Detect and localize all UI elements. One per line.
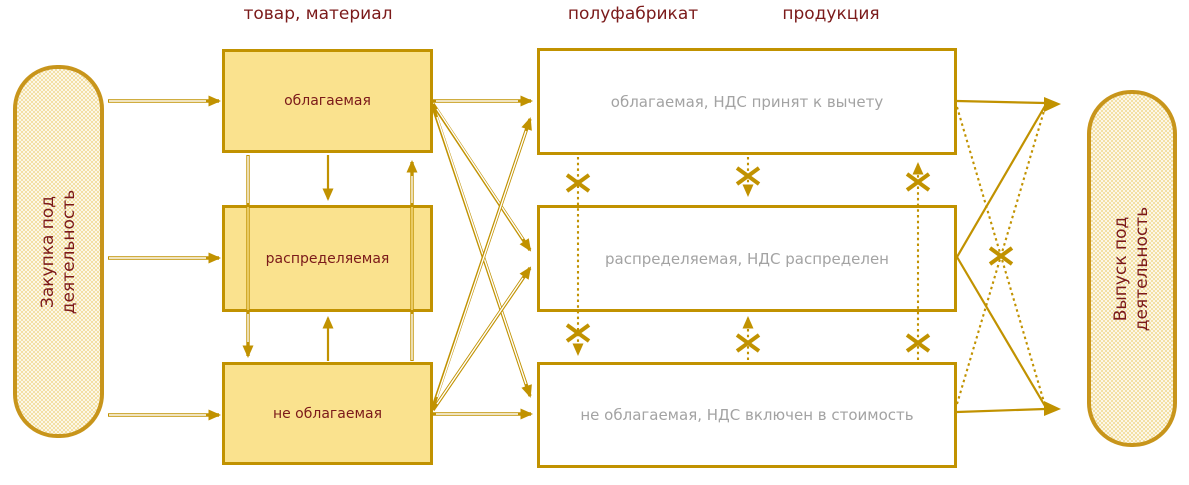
blocked-x-mark xyxy=(565,323,591,343)
product-box-distributable-label: распределяемая, НДС распределен xyxy=(604,249,889,268)
material-box-taxable: облагаемая xyxy=(222,49,433,153)
edge-m3-p1 xyxy=(431,117,532,408)
blocked-x-mark xyxy=(565,173,591,193)
edge-p2-output xyxy=(956,105,1046,407)
edge-m1-p2 xyxy=(431,103,532,252)
purchase-pill: Закупка под деятельность xyxy=(13,65,104,438)
blocked-x-mark xyxy=(905,172,931,192)
header-semifinished: полуфабрикат xyxy=(567,4,699,24)
output-pill-label: Выпуск под деятельность xyxy=(1110,206,1152,331)
output-pill: Выпуск под деятельность xyxy=(1087,90,1177,447)
product-box-nontaxable-label: не облагаемая, НДС включен в стоимость xyxy=(580,406,914,424)
output-arrowhead-bottom xyxy=(1044,401,1061,416)
blocked-x-mark xyxy=(988,246,1014,266)
blocked-x-mark xyxy=(735,333,761,353)
edge-p3-output xyxy=(956,407,1046,414)
header-production: продукция xyxy=(782,4,880,24)
edge-p3-output-blocked xyxy=(955,110,1046,405)
output-arrowhead-top xyxy=(1044,97,1061,112)
product-box-taxable-label: облагаемая, НДС принят к вычету xyxy=(610,92,884,111)
edge-p1-output-blocked xyxy=(955,106,1046,403)
product-box-taxable: облагаемая, НДС принят к вычету xyxy=(537,48,957,155)
edge-p1-output xyxy=(956,99,1046,105)
material-box-nontaxable-label: не облагаемая xyxy=(272,405,383,422)
material-box-nontaxable: не облагаемая xyxy=(222,362,433,465)
material-box-distributable-label: распределяемая xyxy=(265,250,390,267)
purchase-pill-label: Закупка под деятельность xyxy=(37,189,79,314)
edge-m3-p2 xyxy=(431,266,532,411)
blocked-x-mark xyxy=(735,166,761,186)
material-box-taxable-label: облагаемая xyxy=(284,93,371,109)
material-box-distributable: распределяемая xyxy=(222,205,433,312)
product-box-nontaxable: не облагаемая, НДС включен в стоимость xyxy=(537,362,957,468)
edge-m1-p3 xyxy=(431,106,532,398)
product-box-distributable: распределяемая, НДС распределен xyxy=(537,205,957,312)
blocked-x-mark xyxy=(905,333,931,353)
header-material: товар, материал xyxy=(243,4,393,24)
